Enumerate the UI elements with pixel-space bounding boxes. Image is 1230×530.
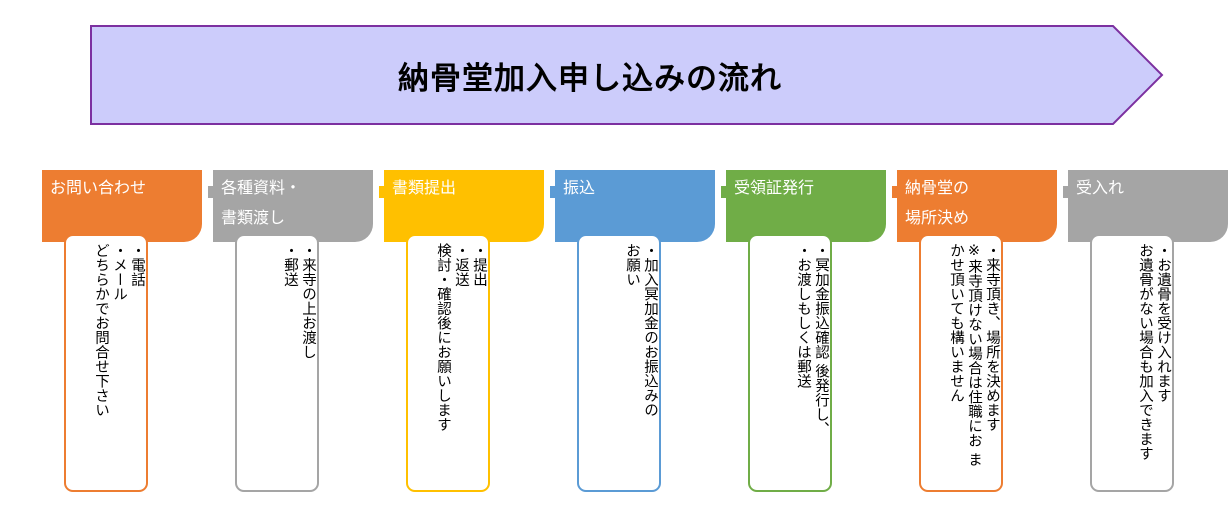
step-header-line: 書類提出	[392, 178, 457, 197]
step-3-header: 書類提出	[384, 170, 544, 242]
step-detail-line: ・来寺の上お渡し	[300, 243, 316, 359]
page-title: 納骨堂加入申し込みの流れ	[398, 60, 782, 97]
step-detail-line: ※来寺頂けない場合は住職にお ま	[966, 243, 982, 467]
step-detail-line: どちらかでお問合せ下さい	[93, 243, 109, 417]
step-detail-line: ・加入冥加金のお振込みの	[642, 243, 658, 417]
step-7-detail-card: ・お遺骨を受け入れますお遺骨がない場合も加入できます	[1090, 234, 1174, 492]
step-detail-line: ・メール	[111, 243, 127, 301]
flow-step-6: 納骨堂の場所決め・来寺頂き、場所を決めます※来寺頂けない場合は住職にお まかせ頂…	[897, 170, 1057, 510]
step-header-line: 納骨堂の	[905, 178, 970, 197]
step-header-line: お問い合わせ	[50, 178, 147, 197]
step-detail-line: ・来寺頂き、場所を決めます	[984, 243, 1000, 432]
step-detail-line: ・冥加金振込確認 後発行し、	[813, 243, 829, 437]
step-detail-line: ・お渡しもしくは郵送	[795, 243, 811, 388]
step-header-line: 受領証発行	[734, 178, 815, 197]
step-detail-line: ・電話	[129, 243, 145, 287]
title-banner	[90, 25, 1164, 125]
step-5-header: 受領証発行	[726, 170, 886, 242]
flow-step-5: 受領証発行・冥加金振込確認 後発行し、・お渡しもしくは郵送	[726, 170, 886, 510]
title-banner-arrow-shape	[90, 25, 1164, 125]
step-header-line: 振込	[563, 178, 596, 197]
step-header-line: 受入れ	[1076, 178, 1125, 197]
step-detail-line: お願い	[624, 243, 640, 287]
step-7-header: 受入れ	[1068, 170, 1228, 242]
step-header-line: 書類渡し	[221, 208, 286, 227]
step-detail-line: ・提出	[471, 243, 487, 287]
step-4-header: 振込	[555, 170, 715, 242]
step-detail-line: ・返送	[453, 243, 469, 287]
step-header-line: 各種資料・	[221, 178, 302, 197]
flow-step-4: 振込・加入冥加金のお振込みのお願い	[555, 170, 715, 510]
step-5-detail-card: ・冥加金振込確認 後発行し、・お渡しもしくは郵送	[748, 234, 832, 492]
step-1-detail-card: ・電話・メールどちらかでお問合せ下さい	[64, 234, 148, 492]
flow-step-3: 書類提出・提出・返送検討・確認後にお願いします	[384, 170, 544, 510]
step-6-detail-card: ・来寺頂き、場所を決めます※来寺頂けない場合は住職にお まかせ頂いても構いません	[919, 234, 1003, 492]
step-1-header: お問い合わせ	[42, 170, 202, 242]
flow-step-2: 各種資料・書類渡し・来寺の上お渡し・郵送	[213, 170, 373, 510]
flow-step-7: 受入れ・お遺骨を受け入れますお遺骨がない場合も加入できます	[1068, 170, 1228, 510]
step-6-header: 納骨堂の場所決め	[897, 170, 1057, 242]
step-2-header: 各種資料・書類渡し	[213, 170, 373, 242]
step-detail-line: ・お遺骨を受け入れます	[1155, 243, 1171, 403]
step-3-detail-card: ・提出・返送検討・確認後にお願いします	[406, 234, 490, 492]
step-header-line: 場所決め	[905, 208, 970, 227]
step-detail-line: お遺骨がない場合も加入できます	[1137, 243, 1153, 461]
step-detail-line: 検討・確認後にお願いします	[435, 243, 451, 432]
step-4-detail-card: ・加入冥加金のお振込みのお願い	[577, 234, 661, 492]
step-2-detail-card: ・来寺の上お渡し・郵送	[235, 234, 319, 492]
step-detail-line: かせ頂いても構いません	[948, 243, 964, 403]
step-detail-line: ・郵送	[282, 243, 298, 287]
flow-step-1: お問い合わせ・電話・メールどちらかでお問合せ下さい	[42, 170, 202, 510]
